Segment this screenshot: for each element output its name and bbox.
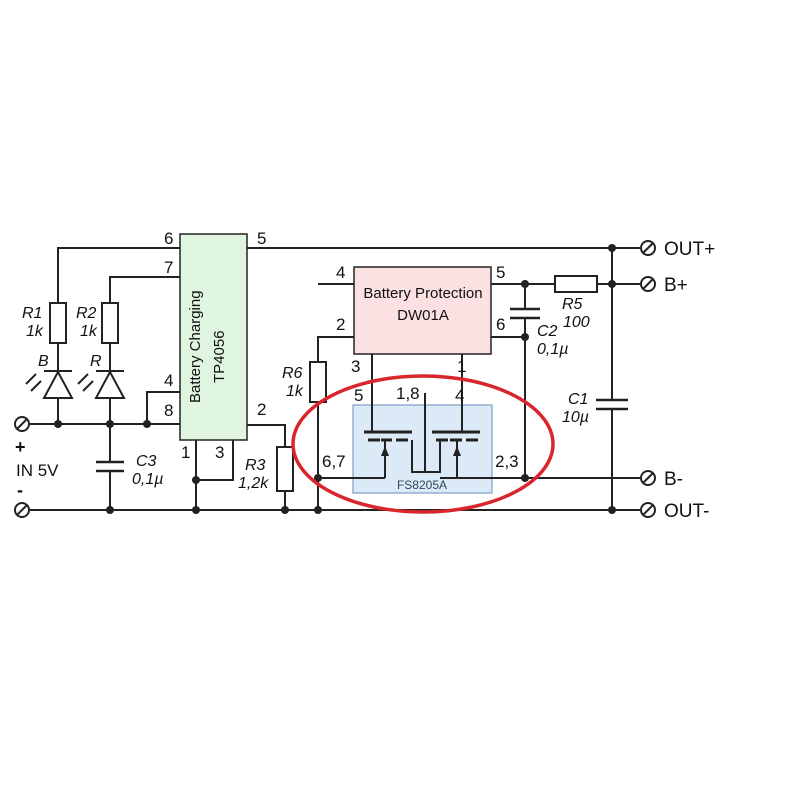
resistor-r6 xyxy=(309,361,327,403)
led-b-label: B xyxy=(38,353,49,370)
capacitor-c1 xyxy=(596,398,628,411)
mosfet-arrow-left xyxy=(381,446,389,456)
dw01a-part: DW01A xyxy=(397,307,449,324)
pin-tp-6: 6 xyxy=(164,229,173,248)
c1-ref: C1 xyxy=(568,391,588,408)
input-plus-label: + xyxy=(15,437,26,457)
highlight-ellipse xyxy=(291,374,555,514)
pin-tp-3: 3 xyxy=(215,443,224,462)
pin-dw-5: 5 xyxy=(496,263,505,282)
terminal-b-plus: B+ xyxy=(664,275,688,296)
pin-dw-4: 4 xyxy=(336,263,345,282)
dw01a-chip-body xyxy=(353,266,492,355)
terminal-out-plus: OUT+ xyxy=(664,239,715,260)
terminal-b-minus: B- xyxy=(664,469,683,490)
pin-fs-23: 2,3 xyxy=(495,452,519,471)
r5-value: 100 xyxy=(563,314,590,331)
resistor-r2 xyxy=(101,302,119,344)
pin-dw-1: 1 xyxy=(457,357,466,376)
mosfet-symbols xyxy=(364,430,480,442)
led-r-symbol xyxy=(77,369,126,399)
mosfet-arrow-right xyxy=(453,446,461,456)
pin-fs-5: 5 xyxy=(354,386,363,405)
resistor-r5 xyxy=(554,275,598,293)
tp4056-name: Battery Charging xyxy=(187,290,204,403)
pin-dw-2: 2 xyxy=(336,315,345,334)
c1-value: 10µ xyxy=(562,409,589,426)
fs8205a-part: FS8205A xyxy=(397,478,447,492)
resistor-r3 xyxy=(276,446,294,492)
c3-value: 0,1µ xyxy=(132,471,163,488)
pin-dw-3: 3 xyxy=(351,357,360,376)
pin-tp-7: 7 xyxy=(164,258,173,277)
c2-ref: C2 xyxy=(537,323,558,340)
junction-dots xyxy=(54,244,616,514)
r2-value: 1k xyxy=(80,323,98,340)
input-voltage-label: IN 5V xyxy=(16,461,59,480)
r1-ref: R1 xyxy=(22,305,42,322)
tp4056-part: TP4056 xyxy=(211,330,228,383)
led-r-label: R xyxy=(90,353,102,370)
capacitor-c2 xyxy=(510,307,540,320)
c2-value: 0,1µ xyxy=(537,341,568,358)
pin-fs-18: 1,8 xyxy=(396,384,420,403)
input-minus-label: - xyxy=(17,480,23,500)
r5-ref: R5 xyxy=(562,296,583,313)
pin-fs-67: 6,7 xyxy=(322,452,346,471)
terminal-out-minus: OUT- xyxy=(664,501,709,522)
pin-tp-5: 5 xyxy=(257,229,266,248)
tp4056-chip-body xyxy=(179,233,248,441)
terminal-connectors xyxy=(14,240,656,518)
r6-ref: R6 xyxy=(282,365,303,382)
r6-value: 1k xyxy=(286,383,304,400)
c3-ref: C3 xyxy=(136,453,157,470)
pin-tp-4: 4 xyxy=(164,371,173,390)
pin-dw-6: 6 xyxy=(496,315,505,334)
r1-value: 1k xyxy=(26,323,44,340)
pin-tp-1: 1 xyxy=(181,443,190,462)
pin-tp-8: 8 xyxy=(164,401,173,420)
r3-ref: R3 xyxy=(245,457,266,474)
pin-tp-2: 2 xyxy=(257,400,266,419)
resistor-r1 xyxy=(49,302,67,344)
pin-fs-4: 4 xyxy=(455,386,464,405)
capacitor-c3 xyxy=(96,460,124,473)
r2-ref: R2 xyxy=(76,305,97,322)
r3-value: 1,2k xyxy=(238,475,269,492)
led-b-symbol xyxy=(25,369,74,399)
wires xyxy=(30,247,640,511)
dw01a-name: Battery Protection xyxy=(363,285,482,302)
